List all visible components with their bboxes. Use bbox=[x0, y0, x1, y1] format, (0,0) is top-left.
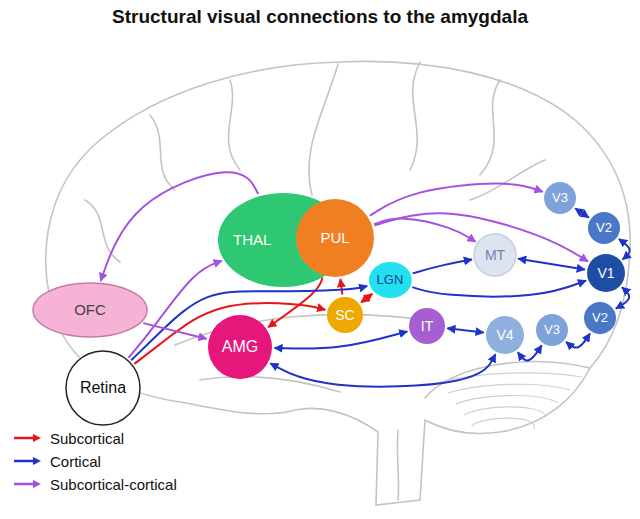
node-fill bbox=[296, 199, 374, 277]
gyrus-line bbox=[480, 80, 500, 175]
cerebellum-fold bbox=[440, 373, 582, 382]
gyrus-line bbox=[470, 160, 545, 200]
area-circle: V2 bbox=[583, 301, 617, 335]
node-label: IT bbox=[421, 318, 433, 334]
central-sulcus bbox=[309, 64, 338, 195]
connector-arrow bbox=[447, 328, 483, 332]
node-label: V3 bbox=[552, 191, 568, 206]
node-fill bbox=[544, 182, 576, 214]
node-label: V4 bbox=[496, 327, 513, 343]
brain-outline bbox=[46, 61, 630, 505]
area-circle: V3 bbox=[535, 313, 569, 347]
gyrus-line bbox=[85, 200, 120, 262]
connector-arrow bbox=[518, 345, 542, 360]
connector-arrow bbox=[616, 287, 629, 308]
node-fill bbox=[208, 315, 272, 379]
cerebellum-fold bbox=[448, 384, 570, 393]
area-circle: IT bbox=[408, 307, 446, 345]
amygdala-circle: AMG bbox=[207, 314, 273, 380]
node-fill bbox=[536, 314, 568, 346]
node-fill bbox=[486, 316, 524, 354]
connector-arrow bbox=[412, 281, 586, 297]
area-circle: V1 bbox=[586, 253, 626, 293]
connector-arrow bbox=[575, 208, 588, 217]
node-fill bbox=[587, 254, 625, 292]
area-circle: V4 bbox=[485, 315, 525, 355]
connector-arrow bbox=[413, 259, 472, 273]
node-fill bbox=[474, 234, 516, 276]
node-label: THAL bbox=[233, 231, 271, 248]
node-label: Retina bbox=[80, 379, 126, 397]
area-circle: V3 bbox=[543, 181, 577, 215]
legend-text: Subcortical-cortical bbox=[50, 476, 177, 493]
brainstem-line bbox=[397, 430, 398, 500]
area-circle: MT bbox=[473, 233, 517, 277]
connector-arrow bbox=[340, 279, 342, 295]
node-label: OFC bbox=[74, 301, 106, 318]
node-label: PUL bbox=[320, 229, 349, 246]
node-label: V1 bbox=[597, 265, 614, 281]
node-label: V3 bbox=[544, 323, 560, 338]
node-fill bbox=[584, 302, 616, 334]
legend-row: Subcortical-cortical bbox=[12, 474, 177, 494]
diagram-title: Structural visual connections to the amy… bbox=[0, 6, 640, 28]
nucleus-circle: SC bbox=[326, 296, 364, 334]
legend-swatch bbox=[12, 454, 42, 468]
node-label: MT bbox=[485, 247, 505, 263]
connector-arrow bbox=[518, 259, 585, 270]
legend-swatch bbox=[12, 431, 42, 445]
gyrus-line bbox=[150, 115, 175, 190]
legend-arrowhead bbox=[33, 434, 41, 442]
connector-arrow bbox=[270, 354, 495, 386]
node-fill bbox=[409, 308, 445, 344]
cerebellum-fold bbox=[456, 396, 558, 404]
node-label: V2 bbox=[592, 311, 608, 326]
connector-arrow bbox=[619, 239, 630, 259]
connector-arrow bbox=[361, 294, 372, 303]
legend-line bbox=[14, 437, 34, 440]
cortex-ellipse: OFC bbox=[32, 282, 148, 338]
node-fill bbox=[588, 212, 620, 244]
legend-text: Cortical bbox=[50, 453, 101, 470]
node-fill bbox=[33, 283, 147, 337]
node-fill bbox=[327, 297, 363, 333]
connector-arrow bbox=[374, 219, 475, 242]
node-label: AMG bbox=[222, 338, 258, 356]
node-label: SC bbox=[335, 307, 354, 323]
connector-arrow bbox=[143, 323, 206, 339]
cerebellum-fold bbox=[472, 418, 534, 429]
pulvinar-circle: PUL bbox=[295, 198, 375, 278]
legend-swatch bbox=[12, 477, 42, 491]
gyrus-line bbox=[200, 377, 340, 392]
cerebellum-border bbox=[425, 362, 590, 398]
node-label: V2 bbox=[596, 221, 612, 236]
retina-circle: Retina bbox=[65, 350, 141, 426]
node-fill bbox=[369, 262, 412, 298]
nucleus-circle: LGN bbox=[368, 261, 413, 299]
node-label: LGN bbox=[377, 273, 404, 288]
legend-line bbox=[14, 483, 34, 486]
cerebellum-folia bbox=[440, 373, 582, 429]
cerebellum-fold bbox=[464, 407, 546, 416]
legend-arrowhead bbox=[33, 457, 41, 465]
node-fill bbox=[66, 351, 140, 425]
legend-row: Subcortical bbox=[12, 428, 124, 448]
connector-arrow bbox=[370, 184, 543, 216]
legend-line bbox=[14, 460, 34, 463]
area-circle: V2 bbox=[587, 211, 621, 245]
gyrus-line bbox=[228, 80, 240, 170]
legend-text: Subcortical bbox=[50, 430, 124, 447]
legend-row: Cortical bbox=[12, 451, 101, 471]
connector-arrow bbox=[274, 331, 407, 348]
gyrus-line bbox=[410, 62, 420, 170]
connector-arrow bbox=[566, 334, 590, 348]
legend-arrowhead bbox=[33, 480, 41, 488]
